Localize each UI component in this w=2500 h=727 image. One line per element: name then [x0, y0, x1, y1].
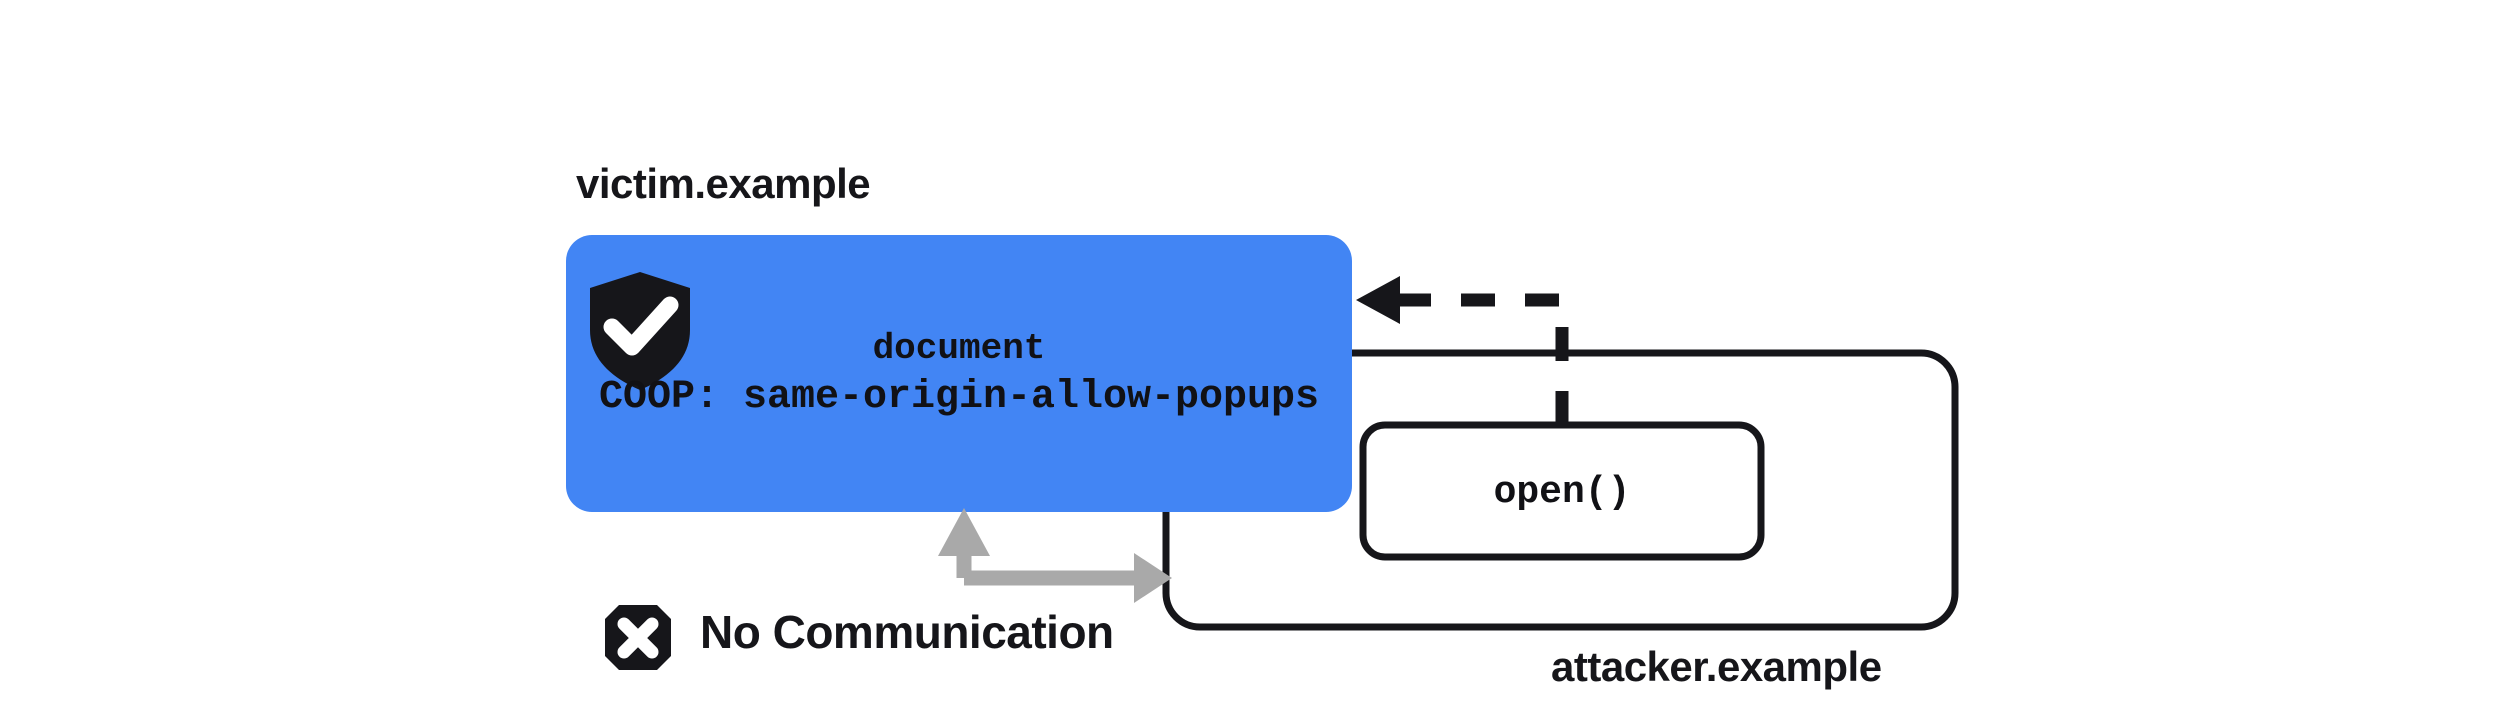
- octagon-x-icon: [605, 605, 671, 670]
- attacker-origin-label: attacker.example: [1551, 643, 1882, 690]
- victim-document-label: document: [872, 328, 1046, 369]
- victim-origin-label: victim.example: [576, 160, 871, 207]
- open-dashed-arrow: [1356, 276, 1569, 425]
- no-communication-arrow: [938, 508, 1172, 603]
- coop-header-value: COOP: same-origin-allow-popups: [598, 375, 1320, 420]
- no-communication-label: No Communication: [700, 606, 1114, 658]
- open-call-label: open(): [1493, 471, 1631, 514]
- shield-check-icon: [590, 272, 690, 390]
- victim-origin-box: [566, 235, 1352, 512]
